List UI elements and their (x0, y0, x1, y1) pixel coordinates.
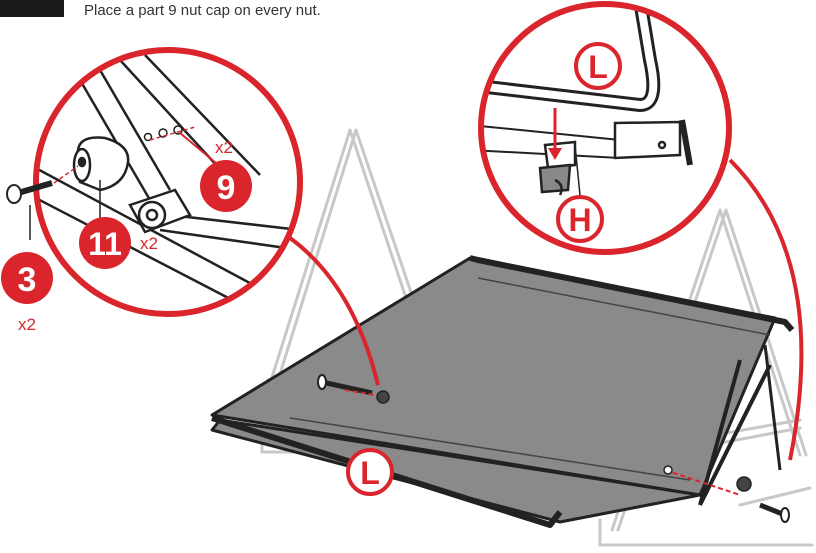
part-9-badge: 9 (200, 160, 252, 212)
zoom-circle-clip (478, 1, 732, 255)
instruction-text: Place a part 9 nut cap on every nut. (84, 2, 321, 19)
swing-seat (210, 255, 795, 528)
svg-text:L: L (588, 49, 608, 85)
step-tab (0, 0, 64, 17)
label-L-seat: L (346, 448, 394, 496)
svg-text:11: 11 (88, 226, 122, 262)
seat-bolt-left (317, 374, 390, 404)
part-9-quantity: x2 (215, 138, 233, 157)
svg-text:9: 9 (217, 169, 236, 207)
callout-leader-right (728, 158, 804, 461)
svg-text:3: 3 (18, 261, 37, 299)
part-3-quantity: x2 (18, 315, 36, 334)
part-11-badge: 11 (79, 217, 131, 269)
zoom-circle-nut-cap (33, 47, 303, 317)
label-H: H (556, 195, 604, 243)
svg-text:H: H (568, 202, 591, 238)
part-3-badge: 3 (1, 252, 53, 304)
part-11-quantity: x2 (140, 234, 158, 253)
part-3-bolt (6, 165, 79, 240)
svg-text:L: L (360, 455, 380, 491)
seat-bolt-right (663, 465, 790, 523)
label-L-top: L (574, 42, 622, 90)
